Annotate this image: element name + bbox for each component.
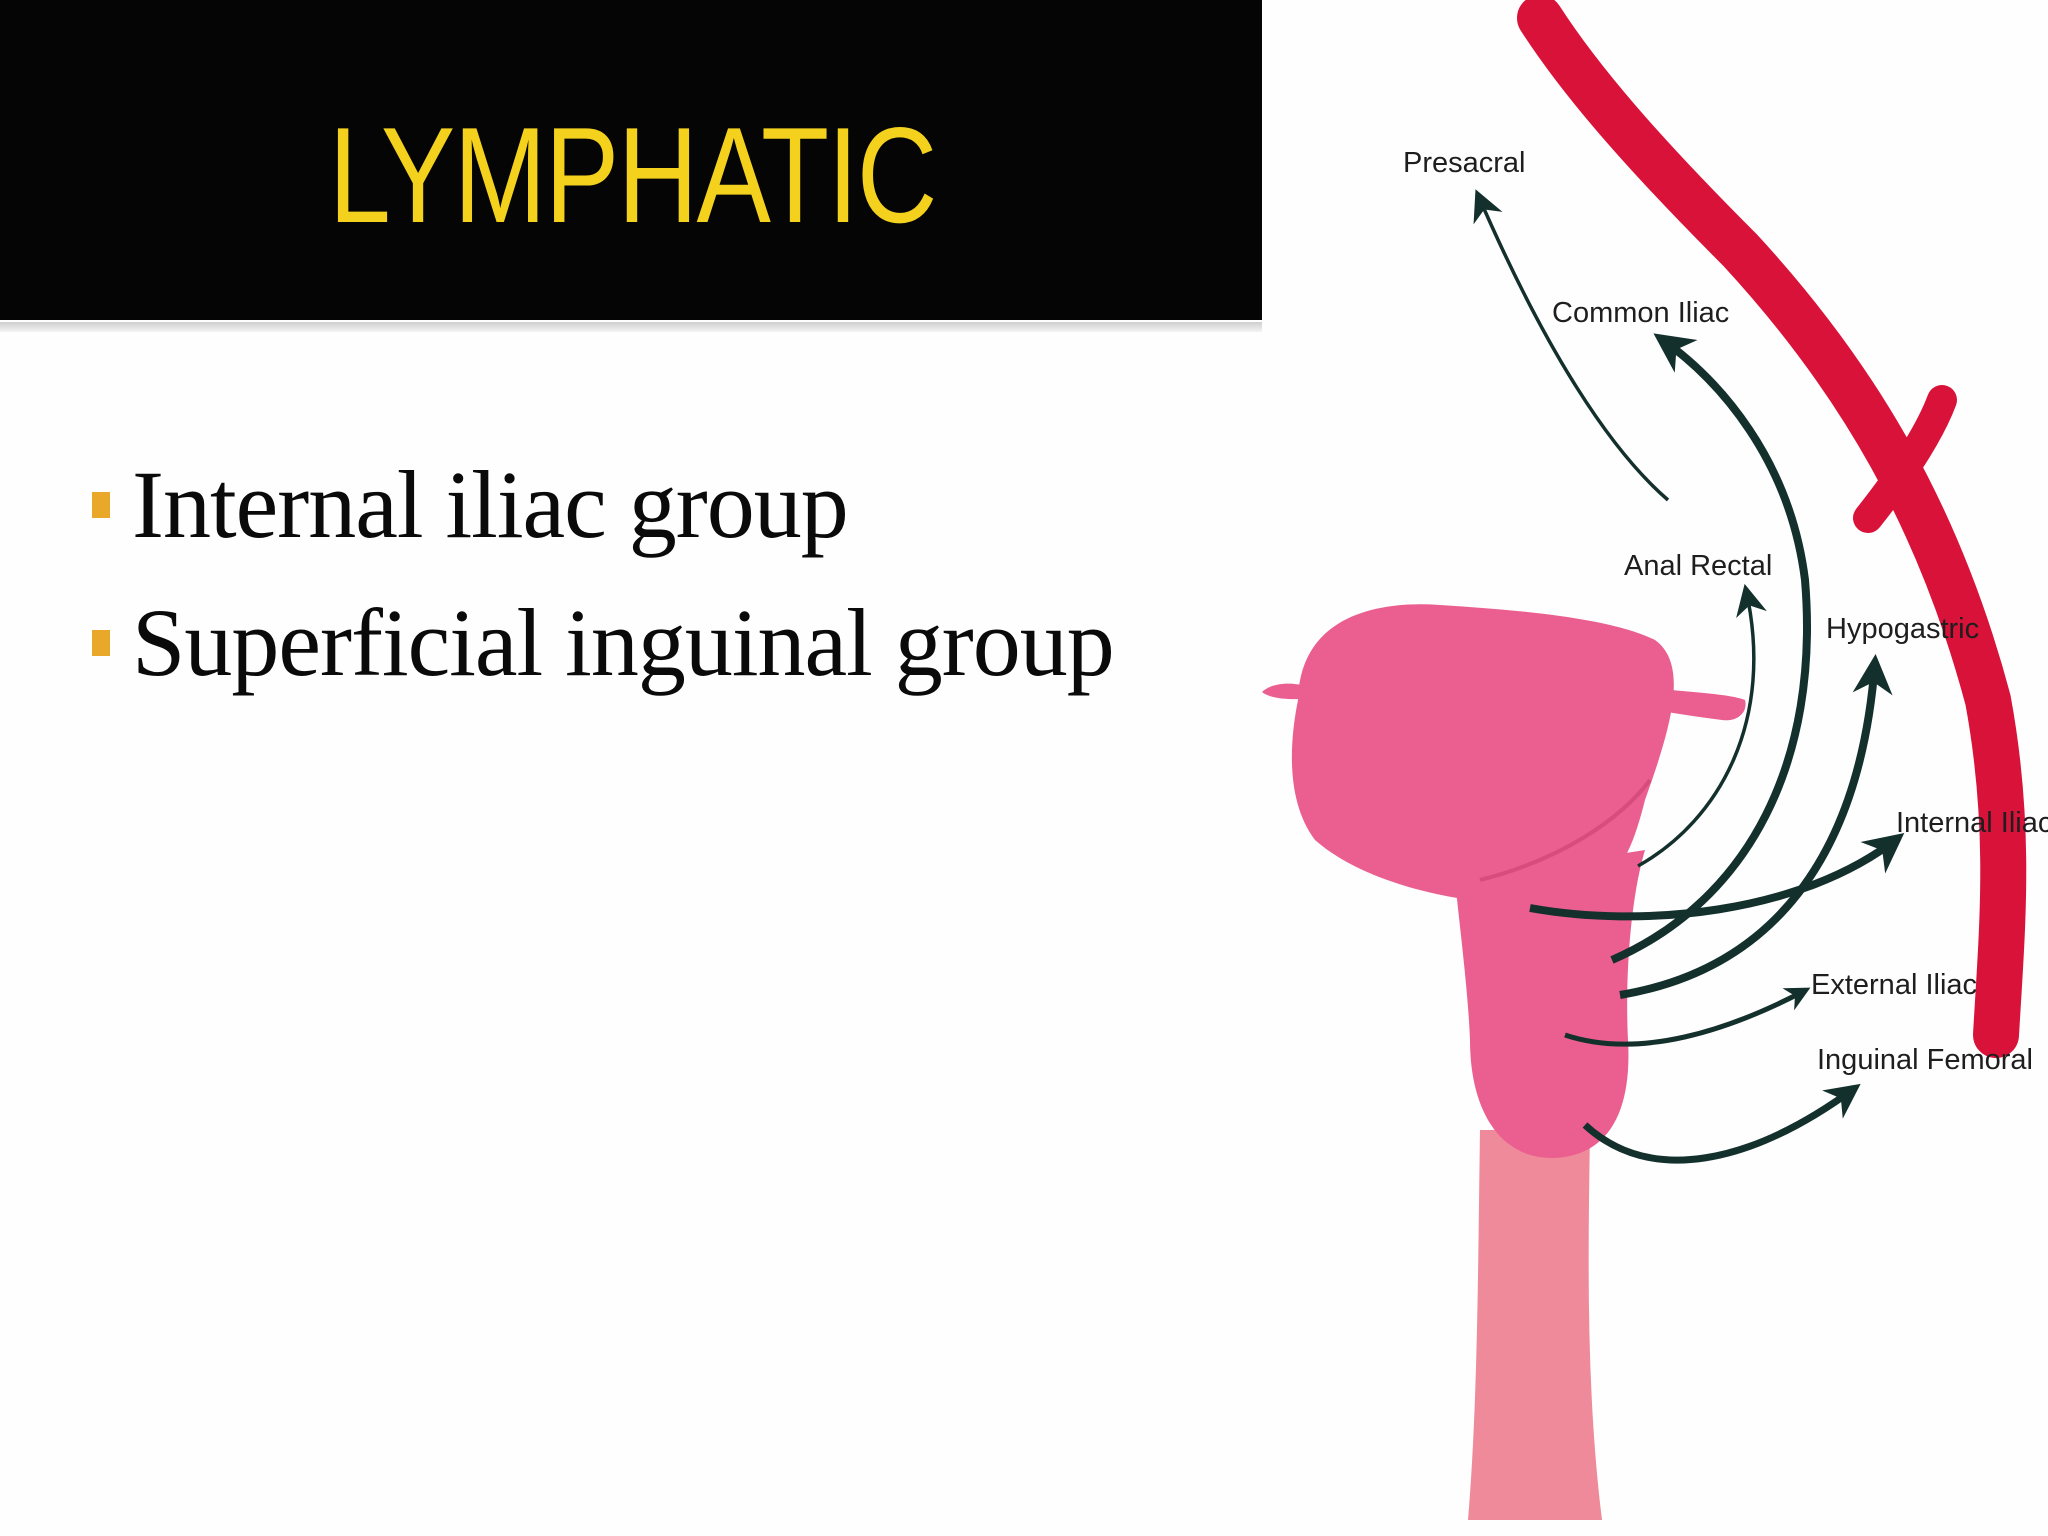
bullet-list: Internal iliac group Superficial inguina… <box>88 436 1115 712</box>
anal-rectal-label: Anal Rectal <box>1624 550 1772 582</box>
bullet-square-icon <box>92 630 110 656</box>
bullet-item: Superficial inguinal group <box>88 574 1115 712</box>
iliac-artery-branch <box>1853 385 1957 533</box>
bullet-text: Superficial inguinal group <box>132 589 1115 696</box>
external-iliac-label: External Iliac <box>1811 969 1977 1001</box>
bullet-square-icon <box>92 492 110 518</box>
cervix-shape <box>1455 850 1645 1159</box>
presacral-drainage-arrow <box>1473 189 1670 502</box>
common-iliac-label: Common Iliac <box>1552 297 1729 329</box>
left-tube-shape <box>1262 683 1318 700</box>
bullet-text: Internal iliac group <box>132 451 849 558</box>
hypogastric-label: Hypogastric <box>1826 613 1979 645</box>
right-tube-shape <box>1645 688 1746 721</box>
uterus-body-shape <box>1291 604 1674 905</box>
vagina-shape <box>1468 1130 1602 1520</box>
lymphatic-drainage-diagram: Presacral Common Iliac Anal Rectal Hypog… <box>1262 0 2048 1520</box>
internal-iliac-label: Internal Iliac <box>1896 807 2048 839</box>
inguinal-femoral-drainage-arrow <box>1582 1083 1861 1164</box>
external-iliac-drainage-arrow <box>1564 987 1811 1047</box>
slide-title: LYMPHATIC <box>328 99 938 251</box>
title-divider <box>0 322 1262 332</box>
bullet-item: Internal iliac group <box>88 436 1114 574</box>
title-bar <box>0 0 1262 320</box>
internal-iliac-drainage-arrow <box>1529 833 1905 921</box>
uterus-inner-fold <box>1479 778 1652 882</box>
anal-rectal-drainage-arrow <box>1637 583 1767 868</box>
inguinal-femoral-label: Inguinal Femoral <box>1817 1044 2033 1076</box>
presacral-label: Presacral <box>1403 147 1526 179</box>
common-iliac-drainage-arrow <box>1610 333 1811 964</box>
